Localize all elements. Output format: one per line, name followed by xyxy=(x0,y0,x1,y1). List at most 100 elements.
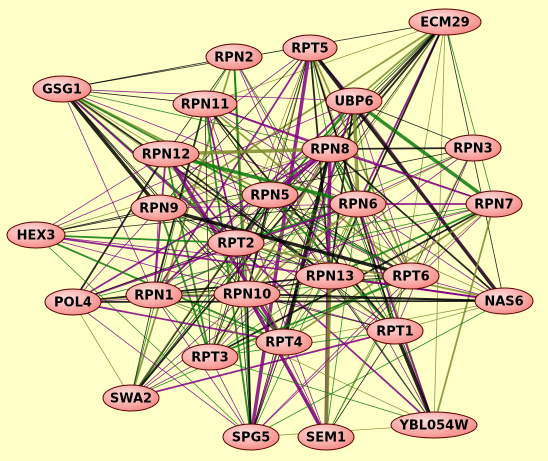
node-ellipse xyxy=(102,384,160,412)
edge-rpn6-nas6 xyxy=(357,203,505,302)
node-ellipse xyxy=(44,288,102,316)
edge-rpt2-pol4 xyxy=(72,242,237,303)
node-rpn11[interactable]: RPN11 xyxy=(172,90,238,118)
edge-rpn5-nas6 xyxy=(269,194,505,302)
node-rpn2[interactable]: RPN2 xyxy=(205,43,263,71)
node-rpn5[interactable]: RPN5 xyxy=(241,181,299,209)
node-label: RPN9 xyxy=(139,202,178,217)
node-label: RPN8 xyxy=(310,143,349,158)
node-label: RPT1 xyxy=(376,325,413,340)
edge-rpn7-spg5 xyxy=(250,203,495,438)
edge-rpn10-spg5 xyxy=(246,293,252,438)
node-rpn1[interactable]: RPN1 xyxy=(125,281,183,309)
edge-rpn6-rpn10 xyxy=(246,203,359,295)
node-ellipse xyxy=(408,8,482,36)
node-label: SWA2 xyxy=(110,392,152,407)
edge-rpt6-rpt3 xyxy=(209,275,412,358)
edge-rpn11-spg5 xyxy=(204,103,252,438)
edge-gsg1-rpn1 xyxy=(61,88,155,296)
node-ellipse xyxy=(329,190,387,218)
edge-rpn13-sem1 xyxy=(324,275,332,438)
node-label: RPT3 xyxy=(191,351,228,366)
edge-hex3-spg5 xyxy=(35,234,252,438)
node-nas6[interactable]: NAS6 xyxy=(474,287,534,315)
edge-rpn3-sem1 xyxy=(325,147,474,438)
node-ellipse xyxy=(465,190,523,218)
node-ellipse xyxy=(181,343,239,371)
node-ellipse xyxy=(390,411,478,439)
node-hex3[interactable]: HEX3 xyxy=(6,221,66,249)
edge-hex3-rpt2 xyxy=(35,234,237,244)
node-ecm29[interactable]: ECM29 xyxy=(408,8,482,36)
node-ellipse xyxy=(366,317,424,345)
node-label: RPN13 xyxy=(306,270,355,285)
node-ellipse xyxy=(213,280,281,308)
node-ellipse xyxy=(32,75,92,103)
node-rpt1[interactable]: RPT1 xyxy=(366,317,424,345)
edge-gsg1-rpn9 xyxy=(60,87,161,210)
edge-ecm29-nas6 xyxy=(444,21,505,302)
node-ellipse xyxy=(444,134,502,162)
node-rpn3[interactable]: RPN3 xyxy=(444,134,502,162)
edge-rpn12-rpn13 xyxy=(165,153,331,277)
node-label: GSG1 xyxy=(42,83,82,98)
edge-ecm29-rpn8 xyxy=(329,21,446,150)
node-ellipse xyxy=(241,181,299,209)
edge-rpn7-rpt2 xyxy=(235,203,495,244)
node-rpn9[interactable]: RPN9 xyxy=(130,194,188,222)
edge-rpn7-ybl054w xyxy=(433,203,495,426)
node-rpn10[interactable]: RPN10 xyxy=(213,280,281,308)
node-rpn13[interactable]: RPN13 xyxy=(295,262,365,290)
node-ubp6[interactable]: UBP6 xyxy=(325,87,383,115)
edge-rpn9-rpt6 xyxy=(158,206,412,278)
edge-rpn10-swa2 xyxy=(130,293,248,399)
node-pol4[interactable]: POL4 xyxy=(44,288,102,316)
edge-rpn12-rpt2 xyxy=(165,153,237,244)
node-ellipse xyxy=(282,34,338,62)
node-ellipse xyxy=(130,194,188,222)
node-spg5[interactable]: SPG5 xyxy=(222,423,280,451)
node-label: POL4 xyxy=(54,296,92,311)
edge-rpn9-rpt3 xyxy=(158,207,211,358)
edge-rpt2-swa2 xyxy=(130,242,237,399)
edge-ecm29-ubp6 xyxy=(353,21,446,102)
edge-rpn8-spg5 xyxy=(250,148,331,438)
edge-rpt1-swa2 xyxy=(130,330,396,399)
edge-nas6-spg5 xyxy=(250,300,505,438)
node-label: SEM1 xyxy=(306,431,346,446)
node-label: RPN6 xyxy=(338,198,377,213)
edge-rpn12-rpt3 xyxy=(165,153,211,358)
edge-rpt1-sem1 xyxy=(325,330,396,438)
node-gsg1[interactable]: GSG1 xyxy=(32,75,92,103)
node-rpn6[interactable]: RPN6 xyxy=(329,190,387,218)
edge-pol4-swa2 xyxy=(72,301,132,399)
node-label: RPT5 xyxy=(291,42,328,57)
node-sem1[interactable]: SEM1 xyxy=(297,423,355,451)
edge-rpt3-spg5 xyxy=(209,356,252,438)
edge-rpt5-rpn8 xyxy=(309,47,331,150)
edge-rpn7-rpt6 xyxy=(410,203,495,277)
node-rpt6[interactable]: RPT6 xyxy=(382,262,440,290)
node-ybl054w[interactable]: YBL054W xyxy=(390,411,478,439)
node-rpn12[interactable]: RPN12 xyxy=(132,140,200,168)
node-rpt5[interactable]: RPT5 xyxy=(282,34,338,62)
node-rpn7[interactable]: RPN7 xyxy=(465,190,523,218)
node-label: RPN11 xyxy=(181,98,230,113)
node-ellipse xyxy=(205,43,263,71)
node-ellipse xyxy=(125,281,183,309)
node-label: RPN12 xyxy=(142,148,191,163)
edge-gsg1-ybl054w xyxy=(61,88,435,426)
edge-rpt6-rpn1 xyxy=(153,275,412,296)
node-label: SPG5 xyxy=(232,431,271,446)
node-rpt4[interactable]: RPT4 xyxy=(255,328,313,356)
node-label: NAS6 xyxy=(484,295,523,310)
node-rpt2[interactable]: RPT2 xyxy=(207,229,265,257)
node-swa2[interactable]: SWA2 xyxy=(102,384,160,412)
edge-rpn5-rpt6 xyxy=(269,194,412,277)
edge-rpn1-ybl054w xyxy=(153,294,435,426)
node-ellipse xyxy=(382,262,440,290)
node-rpn8[interactable]: RPN8 xyxy=(301,135,359,163)
node-rpt3[interactable]: RPT3 xyxy=(181,343,239,371)
edge-rpn6-spg5 xyxy=(250,203,359,438)
